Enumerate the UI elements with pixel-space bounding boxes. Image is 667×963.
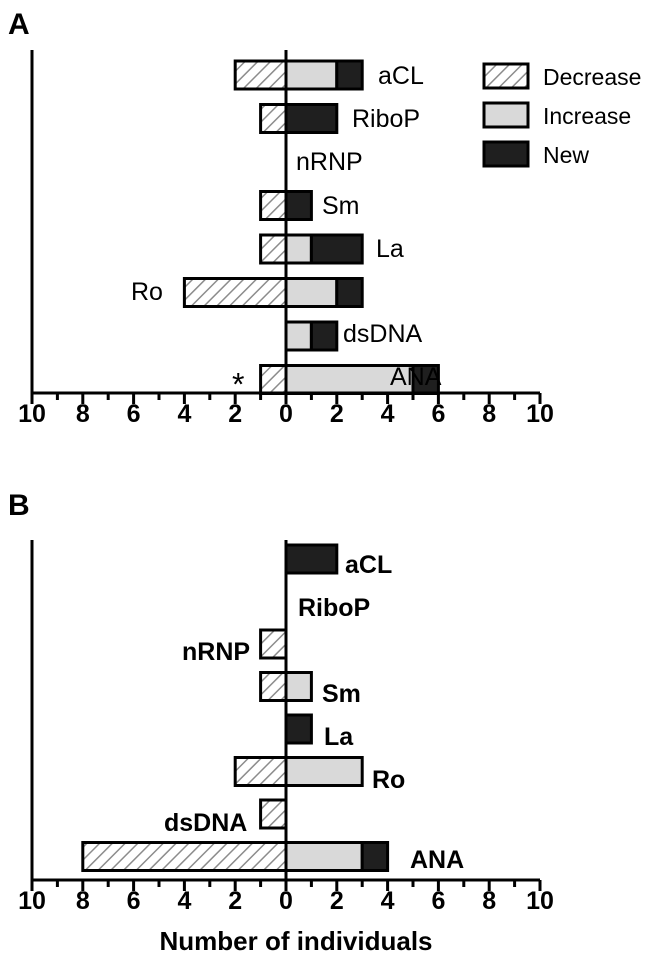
p1-tick-label: 2 — [330, 400, 344, 428]
p2-tick-label: 0 — [279, 887, 293, 915]
p1-category-label: RiboP — [352, 105, 420, 133]
p1-tick-label: 0 — [279, 400, 293, 428]
p1-tick-label: 4 — [381, 400, 395, 428]
p2-category-label: dsDNA — [164, 809, 247, 837]
p2-bar-ana-decrease — [81, 841, 288, 872]
p1-bar-ro-new — [335, 277, 364, 308]
p2-bar-sm-increase — [284, 671, 313, 702]
p1-legend-label-increase: Increase — [543, 103, 631, 129]
p2-tick-label: 2 — [228, 887, 242, 915]
p1-legend-swatch-increase — [482, 101, 530, 129]
p2-category-label: Sm — [322, 680, 361, 708]
p1-bar-ro-increase — [284, 277, 339, 308]
p2-bar-ana-new — [360, 841, 390, 872]
p2-bar-ro-increase — [284, 756, 364, 787]
p2-category-label: Ro — [372, 766, 405, 794]
p2-tick-label: 4 — [381, 887, 395, 915]
p1-panel-label: A — [8, 8, 30, 41]
p2-bar-dsdna-decrease — [259, 798, 288, 830]
p1-category-label: ANA — [390, 363, 442, 391]
p1-category-label: La — [376, 235, 404, 263]
p2-tick-label: 6 — [431, 887, 445, 915]
p1-bar-ribop-new — [284, 103, 339, 134]
p1-bar-sm-decrease — [259, 190, 288, 221]
p1-tick-label: 6 — [127, 400, 141, 428]
p1-bar-acl-new — [335, 59, 364, 91]
p1-tick-label: 8 — [76, 400, 90, 428]
p1-bar-ribop-decrease — [259, 103, 288, 134]
p2-category-label: ANA — [410, 846, 464, 874]
p1-bar-la-decrease — [259, 233, 288, 265]
p1-bar-la-new — [309, 233, 364, 265]
p1-legend-swatch-decrease — [482, 62, 530, 90]
p2-tick-label: 10 — [526, 887, 554, 915]
p1-bar-acl-increase — [284, 59, 339, 91]
p1-legend-swatch-new — [482, 140, 530, 168]
p2-tick-label: 8 — [76, 887, 90, 915]
p2-x-axis-title: Number of individuals — [159, 926, 432, 956]
p2-tick-label: 6 — [127, 887, 141, 915]
p1-bar-dsdna-increase — [284, 320, 313, 352]
p1-category-label: dsDNA — [343, 320, 423, 348]
p2-bar-acl-new — [284, 543, 339, 575]
p2-bar-nrnp-decrease — [259, 628, 288, 660]
p1-category-label: aCL — [378, 62, 424, 90]
p1-legend-label-new: New — [543, 142, 589, 168]
p1-bar-la-increase — [284, 233, 313, 265]
p2-tick-label: 8 — [482, 887, 496, 915]
p2-tick-label: 10 — [18, 887, 46, 915]
p2-tick-label: 4 — [177, 887, 191, 915]
p2-panel-label: B — [8, 489, 30, 522]
p1-category-label: nRNP — [296, 148, 363, 176]
p1-category-label: Sm — [322, 192, 360, 220]
p1-legend-label-decrease: Decrease — [543, 64, 641, 90]
p1-tick-label: 4 — [177, 400, 191, 428]
p2-bar-sm-decrease — [259, 671, 288, 702]
p1-category-label: Ro — [131, 278, 163, 306]
p2-bar-ana-increase — [284, 841, 364, 872]
p2-bar-la-new — [284, 713, 313, 745]
p1-significance-marker: * — [232, 367, 244, 403]
p1-bar-ro-decrease — [182, 277, 288, 308]
p2-bar-ro-decrease — [233, 756, 288, 787]
p2-tick-label: 2 — [330, 887, 344, 915]
p1-tick-label: 2 — [228, 400, 242, 428]
p2-category-label: aCL — [345, 551, 392, 579]
p2-category-label: nRNP — [182, 638, 250, 666]
p1-tick-label: 6 — [431, 400, 445, 428]
p1-tick-label: 10 — [18, 400, 46, 428]
p1-tick-label: 10 — [526, 400, 554, 428]
p1-bar-dsdna-new — [309, 320, 339, 352]
p2-category-label: La — [324, 723, 354, 751]
p1-bar-sm-new — [284, 190, 313, 221]
p1-bar-ana-decrease — [259, 364, 288, 395]
p1-tick-label: 8 — [482, 400, 496, 428]
p1-bar-acl-decrease — [233, 59, 288, 91]
p2-category-label: RiboP — [298, 594, 370, 622]
